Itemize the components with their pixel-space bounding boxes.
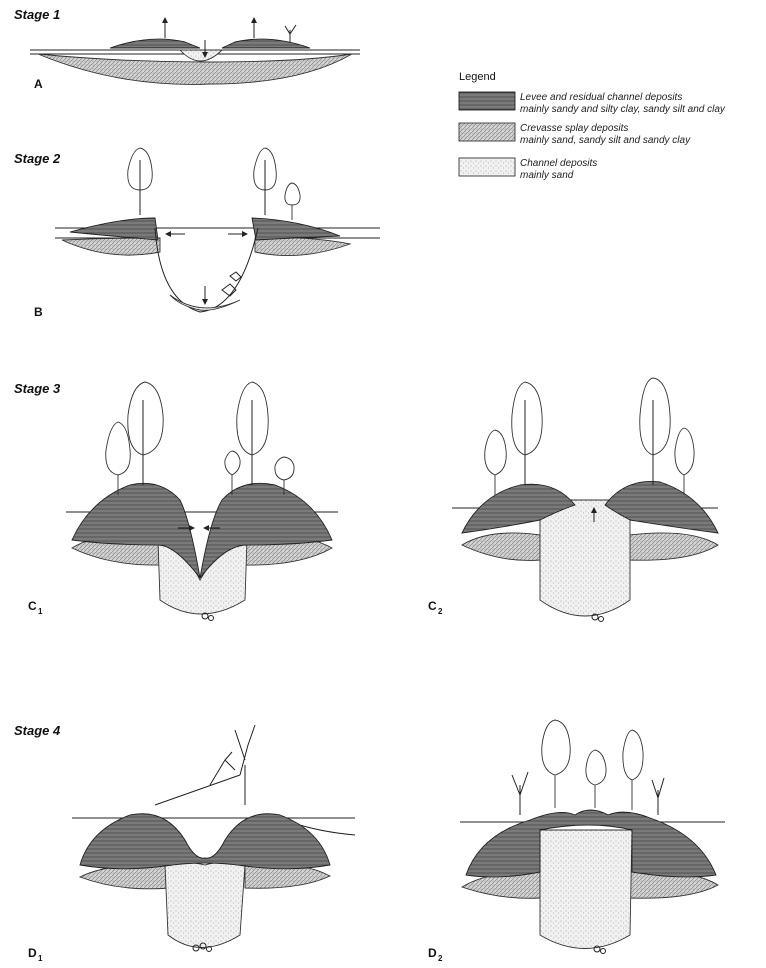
legend-item-1-line2: mainly sandy and silty clay, sandy silt …	[520, 104, 726, 115]
panel-d2-label: D	[428, 946, 437, 960]
legend-item-1-line1: Levee and residual channel deposits	[520, 92, 682, 103]
panel-a: Stage 1 A	[14, 7, 360, 91]
panel-c2: C 2	[428, 378, 718, 622]
panel-c2-letter: C	[428, 599, 437, 613]
stage-2-label: Stage 2	[14, 151, 61, 166]
legend-swatch-levee	[459, 92, 515, 110]
legend-item-2-line2: mainly sand, sandy silt and sandy clay	[520, 135, 691, 146]
panel-c2-label: C	[428, 599, 437, 613]
legend-item-3-line1: Channel deposits	[520, 158, 597, 169]
panel-d1-label: D	[28, 946, 37, 960]
panel-b: Stage 2 B	[14, 148, 380, 319]
stage-3-label: Stage 3	[14, 381, 61, 396]
panel-c1-letter: C	[28, 599, 37, 613]
panel-a-label: A	[34, 77, 43, 91]
legend-swatch-splay	[459, 123, 515, 141]
panel-d1-letter: D	[28, 946, 37, 960]
legend-item-2-line1: Crevasse splay deposits	[520, 123, 628, 134]
stage-4-label: Stage 4	[14, 723, 61, 738]
panel-c1-label: C	[28, 599, 37, 613]
legend-swatch-channel	[459, 158, 515, 176]
panel-c1: Stage 3 C 1	[14, 381, 338, 621]
panel-c1-subscript: 1	[38, 607, 43, 616]
stage-1-label: Stage 1	[14, 7, 60, 22]
legend: Legend Levee and residual channel deposi…	[459, 71, 726, 181]
panel-d2-letter: D	[428, 946, 437, 960]
panel-d1-subscript: 1	[38, 954, 43, 963]
panel-c2-subscript: 2	[438, 607, 443, 616]
legend-title: Legend	[459, 71, 496, 83]
panel-d2-subscript: 2	[438, 954, 443, 963]
legend-item-3-line2: mainly sand	[520, 170, 574, 181]
panel-b-label: B	[34, 305, 43, 319]
panel-d1: Stage 4 D 1	[14, 723, 355, 963]
panel-d2: D 2	[428, 720, 725, 963]
